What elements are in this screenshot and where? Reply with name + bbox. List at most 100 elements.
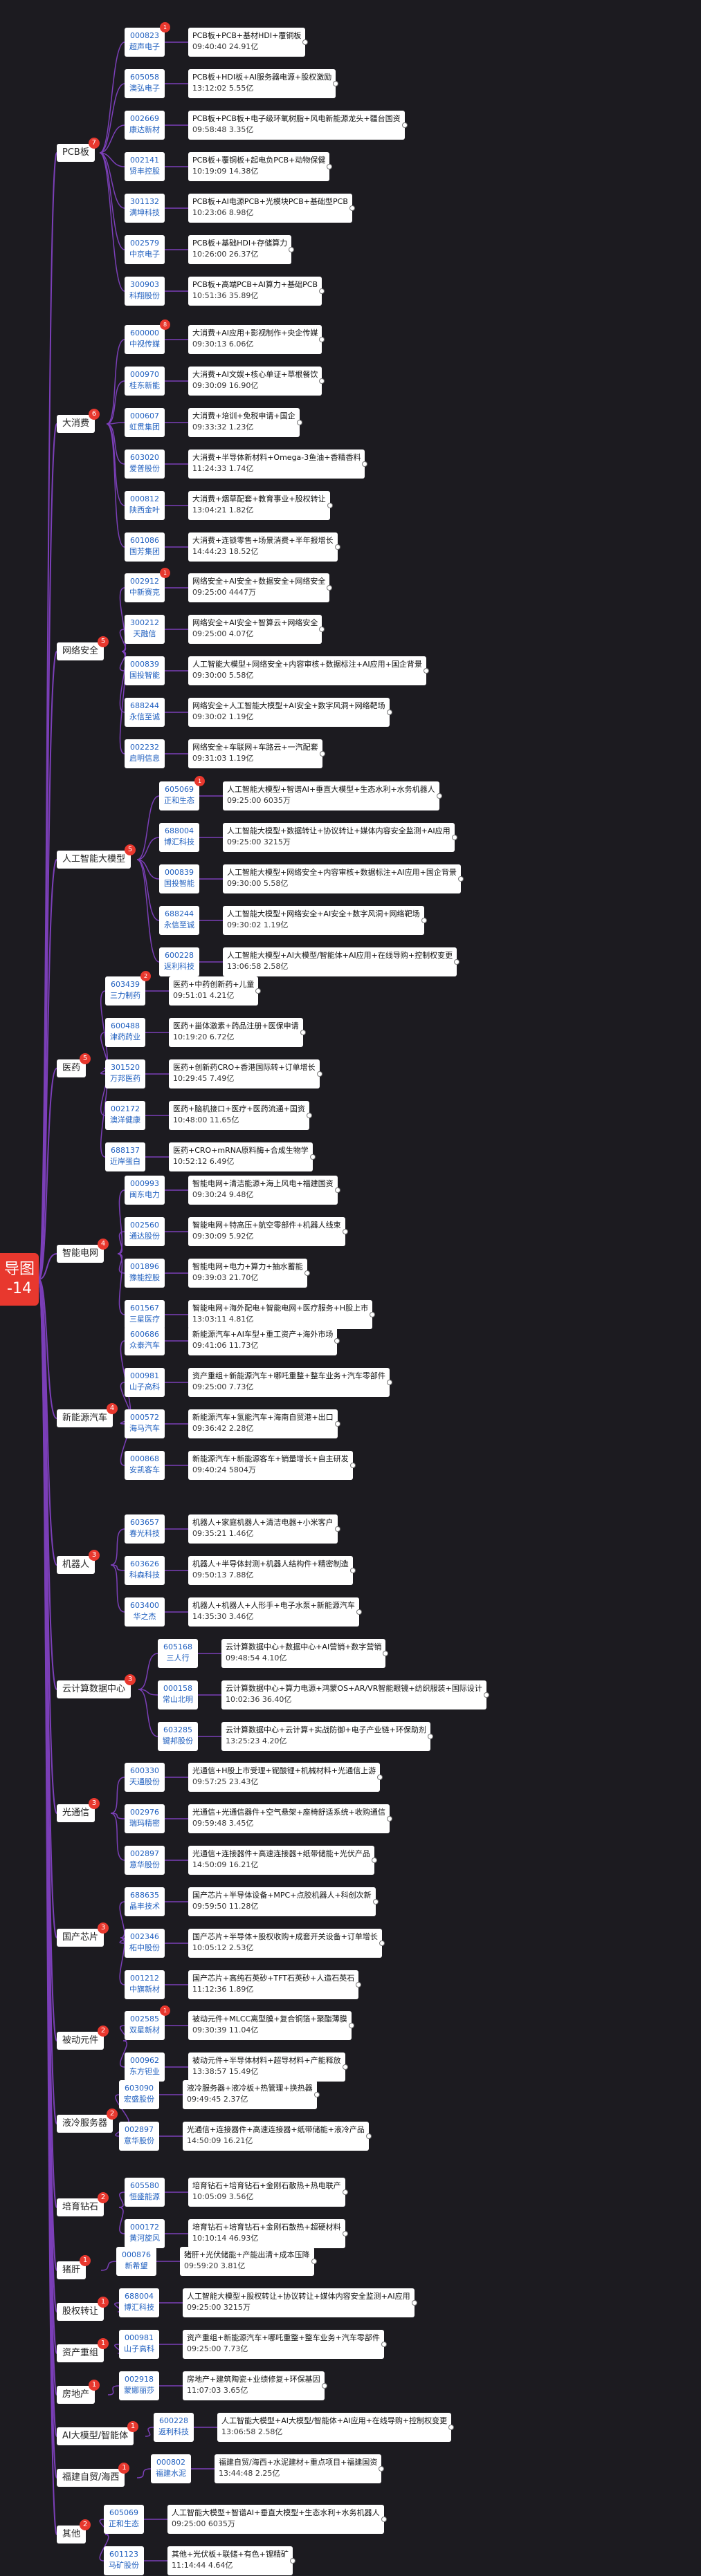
expand-knob[interactable] [334,544,340,550]
expand-knob[interactable] [421,918,427,923]
expand-knob[interactable] [349,1568,356,1573]
expand-knob[interactable] [319,627,325,632]
expand-knob[interactable] [319,337,325,342]
expand-knob[interactable] [386,710,392,715]
expand-knob[interactable] [377,1775,383,1780]
expand-knob[interactable] [356,1982,362,1987]
expand-knob[interactable] [313,2092,320,2097]
expand-knob[interactable] [327,164,333,169]
expand-knob[interactable] [319,288,325,294]
expand-knob[interactable] [401,122,408,128]
expand-knob[interactable] [334,1421,340,1427]
expand-knob[interactable] [342,2189,348,2195]
expand-knob[interactable] [304,1270,310,1276]
expand-knob[interactable] [289,247,295,252]
expand-knob[interactable] [483,1692,489,1698]
expand-knob[interactable] [334,1338,340,1344]
expand-knob[interactable] [379,1940,385,1946]
expand-knob[interactable] [255,988,262,994]
expand-knob[interactable] [379,2466,385,2472]
expand-knob[interactable] [334,1187,340,1193]
expand-knob[interactable] [296,420,302,425]
expand-knob[interactable] [356,1609,362,1615]
expand-knob[interactable] [386,1380,392,1385]
expand-knob[interactable] [411,2300,417,2306]
expand-knob[interactable] [362,461,368,467]
